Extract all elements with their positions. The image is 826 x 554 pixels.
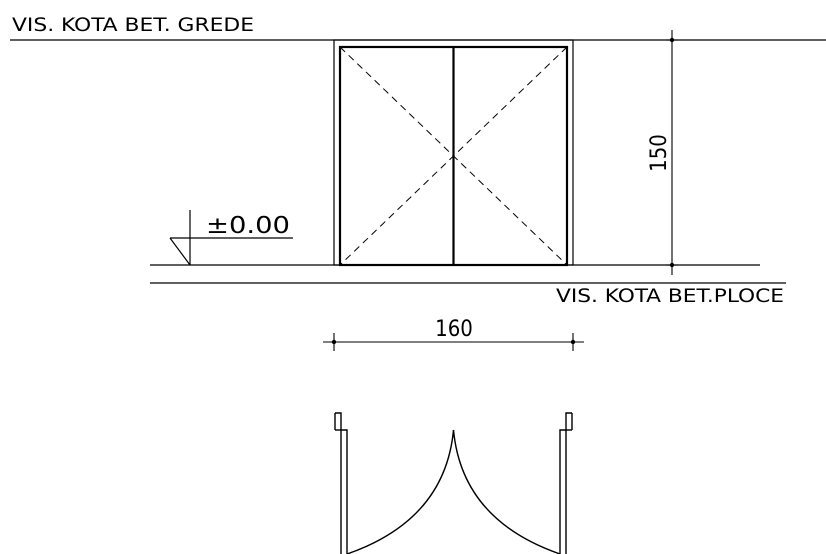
slab-level-label: VIS. KOTA BET.PLOCE <box>556 285 784 307</box>
width-dimension-label: 160 <box>435 317 473 342</box>
height-dimension: 150 <box>647 30 678 275</box>
door-elevation <box>333 39 574 267</box>
beam-level-label: VIS. KOTA BET. GREDE <box>12 14 254 36</box>
width-dimension-dot-left <box>331 339 337 345</box>
height-dimension-dot-bottom <box>669 262 675 268</box>
door-plan <box>334 412 573 554</box>
elevation-mark-label: ±0.00 <box>206 213 290 239</box>
elevation-marker-slope <box>169 237 191 266</box>
width-dimension-dot-right <box>570 339 576 345</box>
elevation-marker: ±0.00 <box>169 210 293 266</box>
door-plan-right-swing-arc <box>452 429 561 554</box>
door-plan-left-swing-arc <box>346 429 455 554</box>
height-dimension-label: 150 <box>647 134 672 172</box>
height-dimension-dot-top <box>669 37 675 43</box>
door-diagonal-b <box>339 46 568 266</box>
width-dimension: 160 <box>323 317 584 351</box>
